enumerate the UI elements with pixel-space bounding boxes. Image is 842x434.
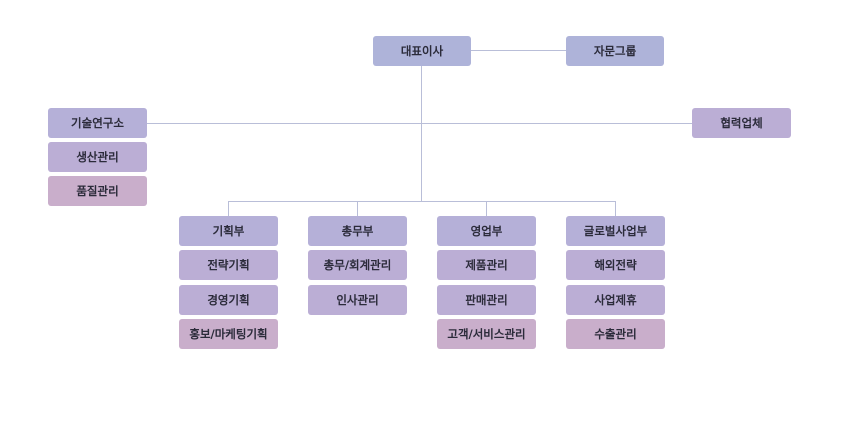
production-management-box: 생산관리 — [48, 142, 147, 172]
dept-global-business-item: 사업제휴 — [566, 285, 665, 315]
connector-side-branch — [146, 123, 693, 124]
connector-ceo-trunk — [421, 66, 422, 201]
dept-general-affairs-title: 총무부 — [308, 216, 407, 246]
connector-dept-3 — [486, 201, 487, 216]
dept-sales-title: 영업부 — [437, 216, 536, 246]
dept-general-affairs-item: 인사관리 — [308, 285, 407, 315]
dept-planning-item: 전략기획 — [179, 250, 278, 280]
connector-dept-4 — [615, 201, 616, 216]
ceo-box: 대표이사 — [373, 36, 471, 66]
dept-sales-item: 판매관리 — [437, 285, 536, 315]
dept-planning-item: 경영기획 — [179, 285, 278, 315]
dept-global-business-item: 해외전략 — [566, 250, 665, 280]
connector-dept-1 — [228, 201, 229, 216]
connector-dept-2 — [357, 201, 358, 216]
rnd-center-box: 기술연구소 — [48, 108, 147, 138]
dept-planning-title: 기획부 — [179, 216, 278, 246]
dept-global-business-title: 글로벌사업부 — [566, 216, 665, 246]
connector-ceo-advisory — [470, 50, 566, 51]
quality-management-box: 품질관리 — [48, 176, 147, 206]
dept-global-business-item: 수출관리 — [566, 319, 665, 349]
dept-sales-item: 제품관리 — [437, 250, 536, 280]
connector-dept-bar — [228, 201, 615, 202]
dept-planning-item: 홍보/마케팅기획 — [179, 319, 278, 349]
partner-company-box: 협력업체 — [692, 108, 791, 138]
dept-sales-item: 고객/서비스관리 — [437, 319, 536, 349]
advisory-group-box: 자문그룹 — [566, 36, 664, 66]
dept-general-affairs-item: 총무/회계관리 — [308, 250, 407, 280]
